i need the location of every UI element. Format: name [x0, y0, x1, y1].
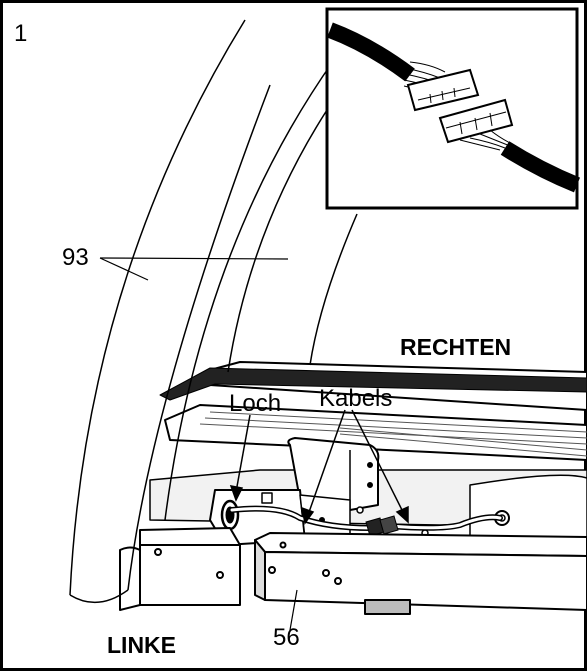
callout-arrows [229, 409, 409, 525]
step-number: 1 [14, 20, 28, 47]
callout-part-56: 56 [273, 624, 300, 651]
label-right-side: RECHTEN [400, 334, 512, 360]
leader-lines [99, 257, 298, 631]
wire-harness [229, 505, 503, 537]
callout-hole: Loch [229, 390, 282, 417]
connector-inset [325, 7, 581, 210]
callout-wires: Kabels [319, 385, 393, 412]
callout-part-93: 93 [62, 244, 89, 271]
crossbar-56 [254, 532, 587, 615]
label-left-side: LINKE [107, 632, 176, 658]
upright-tubes-93 [69, 19, 358, 604]
